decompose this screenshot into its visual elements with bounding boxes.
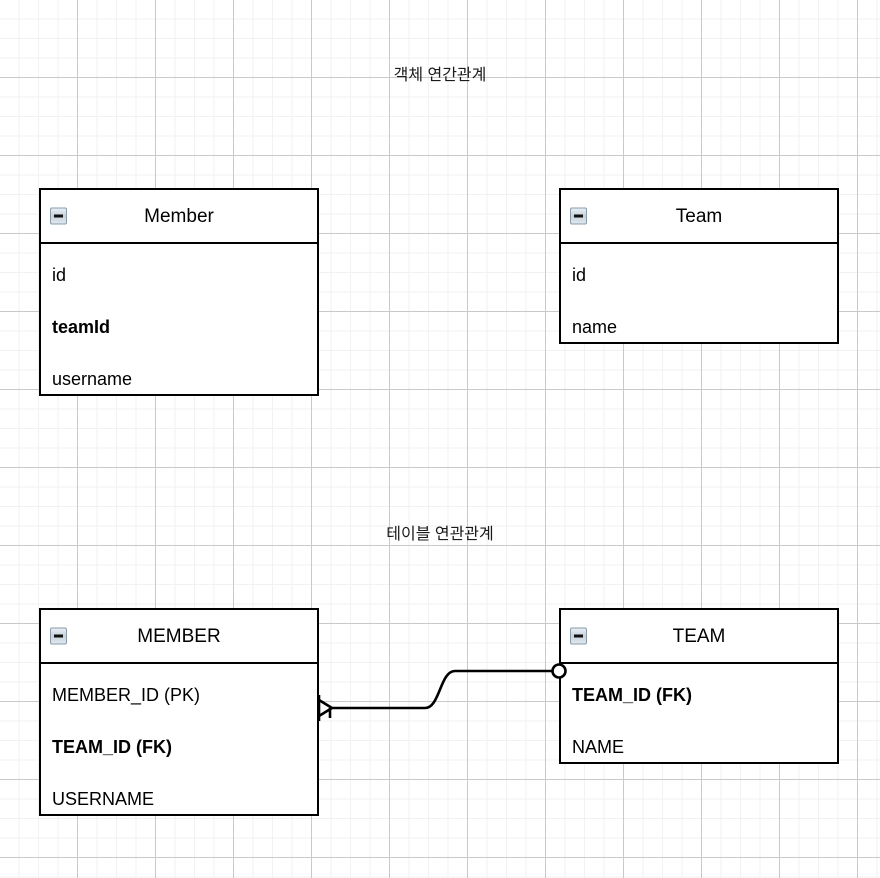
- entity-title-member-object: Member: [144, 205, 214, 227]
- field-id[interactable]: id: [572, 265, 587, 285]
- field-username[interactable]: username: [52, 369, 133, 389]
- entity-body-member-object: id teamId username: [41, 266, 317, 388]
- entity-team-object[interactable]: Team id name: [559, 188, 839, 344]
- entity-body-team-object: id name: [561, 266, 837, 336]
- entity-header-member-object: Member: [41, 190, 317, 244]
- collapse-minus-icon[interactable]: [50, 207, 67, 225]
- entity-header-team-table: TEAM: [561, 610, 837, 664]
- field-teamId[interactable]: teamId: [52, 317, 111, 337]
- collapse-minus-icon[interactable]: [570, 627, 587, 645]
- field-name[interactable]: NAME: [572, 737, 625, 757]
- field-id[interactable]: id: [52, 265, 67, 285]
- entity-team-table[interactable]: TEAM TEAM_ID (FK) NAME: [559, 608, 839, 764]
- entity-body-member-table: MEMBER_ID (PK) TEAM_ID (FK) USERNAME: [41, 686, 317, 808]
- field-member-id-pk[interactable]: MEMBER_ID (PK): [52, 685, 201, 705]
- entity-header-member-table: MEMBER: [41, 610, 317, 664]
- entity-header-team-object: Team: [561, 190, 837, 244]
- entity-title-team-table: TEAM: [672, 625, 726, 647]
- collapse-minus-icon[interactable]: [50, 627, 67, 645]
- entity-member-object[interactable]: Member id teamId username: [39, 188, 319, 396]
- relationship-line: [330, 669, 553, 710]
- section-title-object-relationship: 객체 연간관계: [393, 67, 487, 84]
- field-username[interactable]: USERNAME: [52, 789, 155, 809]
- section-title-table-relationship: 테이블 연관관계: [386, 526, 494, 543]
- entity-title-member-table: MEMBER: [137, 625, 221, 647]
- entity-member-table[interactable]: MEMBER MEMBER_ID (PK) TEAM_ID (FK) USERN…: [39, 608, 319, 816]
- entity-body-team-table: TEAM_ID (FK) NAME: [561, 686, 837, 756]
- field-team-id-fk[interactable]: TEAM_ID (FK): [52, 737, 172, 757]
- field-team-id-fk[interactable]: TEAM_ID (FK): [572, 685, 692, 705]
- crows-foot-many-icon: [317, 695, 333, 721]
- entity-title-team-object: Team: [675, 205, 723, 227]
- field-name[interactable]: name: [572, 317, 618, 337]
- collapse-minus-icon[interactable]: [570, 207, 587, 225]
